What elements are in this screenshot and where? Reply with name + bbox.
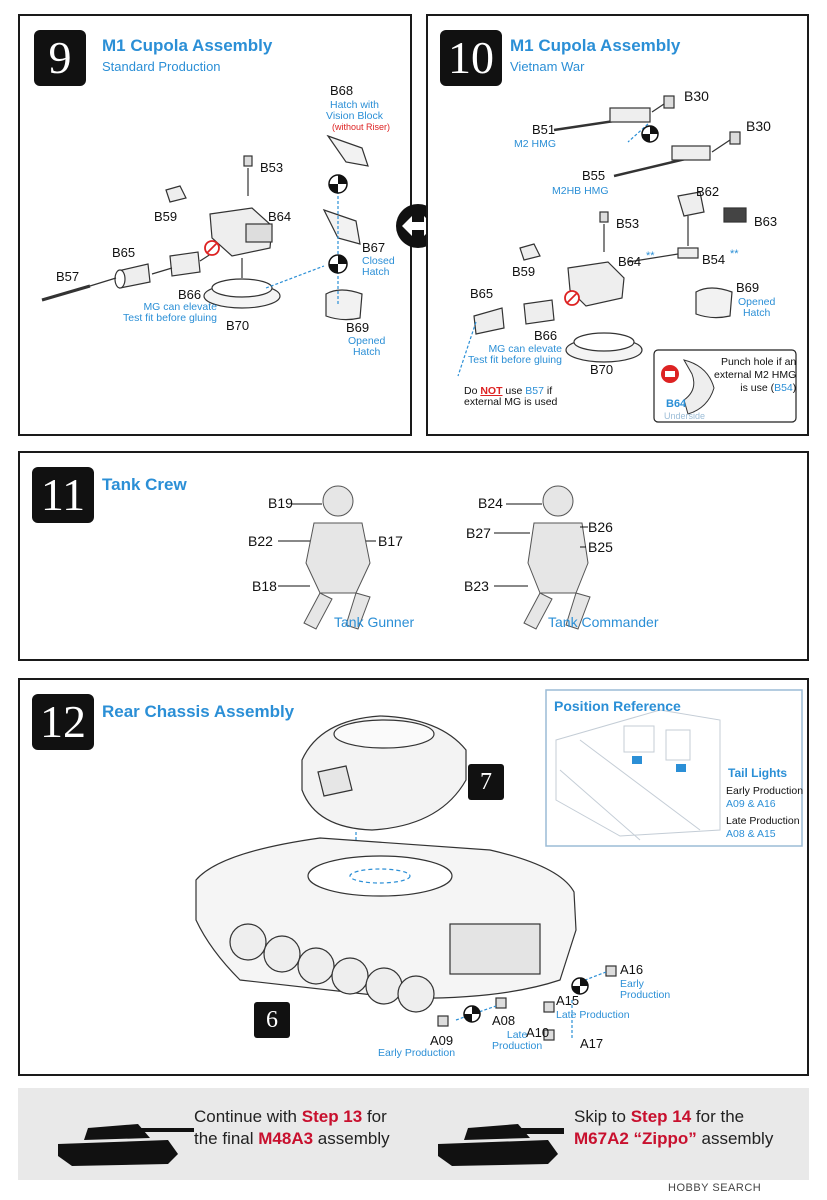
step9-b53: B53 — [260, 160, 284, 175]
inset-part: B64 — [666, 398, 687, 410]
step10-b55-desc: M2HB HMG — [552, 185, 609, 197]
step10-b51: B51 — [532, 122, 556, 137]
part-a15: A15 — [556, 993, 580, 1008]
step12-diagram — [195, 689, 803, 1041]
tail-title: Tail Lights — [728, 766, 788, 780]
step9-subtitle: Standard Production — [102, 59, 221, 74]
step9-b57: B57 — [56, 269, 80, 284]
step9-b66: B66 — [178, 287, 202, 302]
gunner-part-2: B22 — [248, 533, 273, 549]
step12-panel: 12 Rear Chassis Assembly — [18, 678, 809, 1076]
step10-b69: B69 — [736, 280, 760, 295]
step10-b66: B66 — [534, 328, 558, 343]
step9-title: M1 Cupola Assembly — [102, 36, 273, 55]
step10-b64: B64 — [618, 254, 642, 269]
step9-b59: B59 — [154, 209, 178, 224]
inset-punch-note: Punch hole if an external M2 HMG is use … — [714, 356, 797, 394]
step10-b70: B70 — [590, 362, 614, 377]
footer-left-text: Continue with Step 13 for the final M48A… — [194, 1107, 390, 1148]
commander-part-5: B23 — [464, 578, 489, 594]
part-a16-desc: Early Production — [620, 978, 671, 1001]
step10-b69-desc: Opened Hatch — [738, 296, 776, 319]
part-a09-desc: Early Production — [378, 1047, 456, 1059]
gunner-part-3: B17 — [378, 533, 403, 549]
step10-b62: B62 — [696, 184, 720, 199]
step9-b64: B64 — [268, 209, 292, 224]
part-a09: A09 — [430, 1033, 454, 1048]
step10-b59: B59 — [512, 264, 536, 279]
step10-number: 10 — [440, 30, 502, 86]
step10-diagram — [457, 95, 797, 423]
part-a17: A17 — [580, 1036, 604, 1051]
step10-subtitle: Vietnam War — [510, 59, 585, 74]
commander-part-2: B27 — [466, 525, 491, 541]
footer-right-text: Skip to Step 14 for the M67A2 “Zippo” as… — [574, 1107, 774, 1148]
step9-b67: B67 — [362, 240, 386, 255]
step9-b67-desc: Closed Hatch — [362, 255, 395, 278]
sub-step-7: 7 — [468, 764, 504, 800]
early-parts: A09 & A16 — [726, 798, 776, 810]
commander-caption: Tank Commander — [548, 614, 659, 630]
step9-b69: B69 — [346, 320, 370, 335]
step10-title: M1 Cupola Assembly — [510, 36, 681, 55]
step9-b68-desc: Hatch with Vision Block — [326, 99, 384, 122]
watermark: HOBBY SEARCH — [668, 1182, 762, 1194]
step11-title: Tank Crew — [102, 475, 187, 494]
sub-step-6: 6 — [254, 1002, 290, 1038]
step10-b54: B54 — [702, 252, 726, 267]
step9-number: 9 — [34, 30, 86, 86]
early-label: Early Production — [726, 785, 804, 797]
step9-b68: B68 — [330, 83, 354, 98]
step9-b65: B65 — [112, 245, 136, 260]
part-a16: A16 — [620, 962, 644, 977]
step9-diagram — [41, 134, 369, 321]
commander-part-3: B26 — [588, 519, 613, 535]
step10-b54-stars: ** — [730, 248, 739, 260]
gunner-part-1: B19 — [268, 495, 293, 511]
step9-panel: 9 M1 Cupola Assembly Standard Production — [18, 14, 412, 436]
ref-title: Position Reference — [554, 698, 681, 714]
step10-b63: B63 — [754, 214, 778, 229]
gunner-part-4: B18 — [252, 578, 277, 594]
step9-mg-note: MG can elevate Test fit before gluing — [123, 301, 217, 324]
footer-banner: Continue with Step 13 for the final M48A… — [18, 1088, 809, 1180]
step9-b68-note: (without Riser) — [332, 122, 391, 132]
late-parts: A08 & A15 — [726, 828, 776, 840]
step10-b30b: B30 — [746, 118, 771, 134]
part-a08: A08 — [492, 1013, 516, 1028]
step11-panel: 11 Tank Crew B19 B22 B17 B18 — [18, 451, 809, 661]
late-label: Late Production — [726, 815, 800, 827]
step10-b65: B65 — [470, 286, 494, 301]
gunner-caption: Tank Gunner — [334, 614, 415, 630]
step10-b30a: B30 — [684, 88, 709, 104]
crew-figures — [278, 485, 591, 630]
tank-silhouettes — [58, 1124, 564, 1166]
step12-title: Rear Chassis Assembly — [102, 702, 295, 721]
part-a08-desc: Late Production — [492, 1029, 543, 1052]
step10-b64-stars: ** — [646, 250, 655, 262]
step10-mg-note: MG can elevate Test fit before gluing — [468, 343, 562, 366]
step10-warning: Do NOT use B57 if external MG is used — [464, 385, 558, 408]
part-a15-desc: Late Production — [556, 1009, 630, 1021]
step10-b51-desc: M2 HMG — [514, 138, 556, 150]
commander-part-4: B25 — [588, 539, 613, 555]
commander-part-1: B24 — [478, 495, 503, 511]
step10-panel: 10 M1 Cupola Assembly Vietnam War — [426, 14, 809, 436]
part-a10: A10 — [526, 1025, 550, 1040]
step10-b53: B53 — [616, 216, 640, 231]
inset-part-desc: Underside — [664, 411, 706, 421]
step9-b70: B70 — [226, 318, 250, 333]
step12-number: 12 — [32, 694, 94, 750]
step10-b55: B55 — [582, 168, 606, 183]
step9-b69-desc: Opened Hatch — [348, 335, 386, 358]
step11-number: 11 — [32, 467, 94, 523]
